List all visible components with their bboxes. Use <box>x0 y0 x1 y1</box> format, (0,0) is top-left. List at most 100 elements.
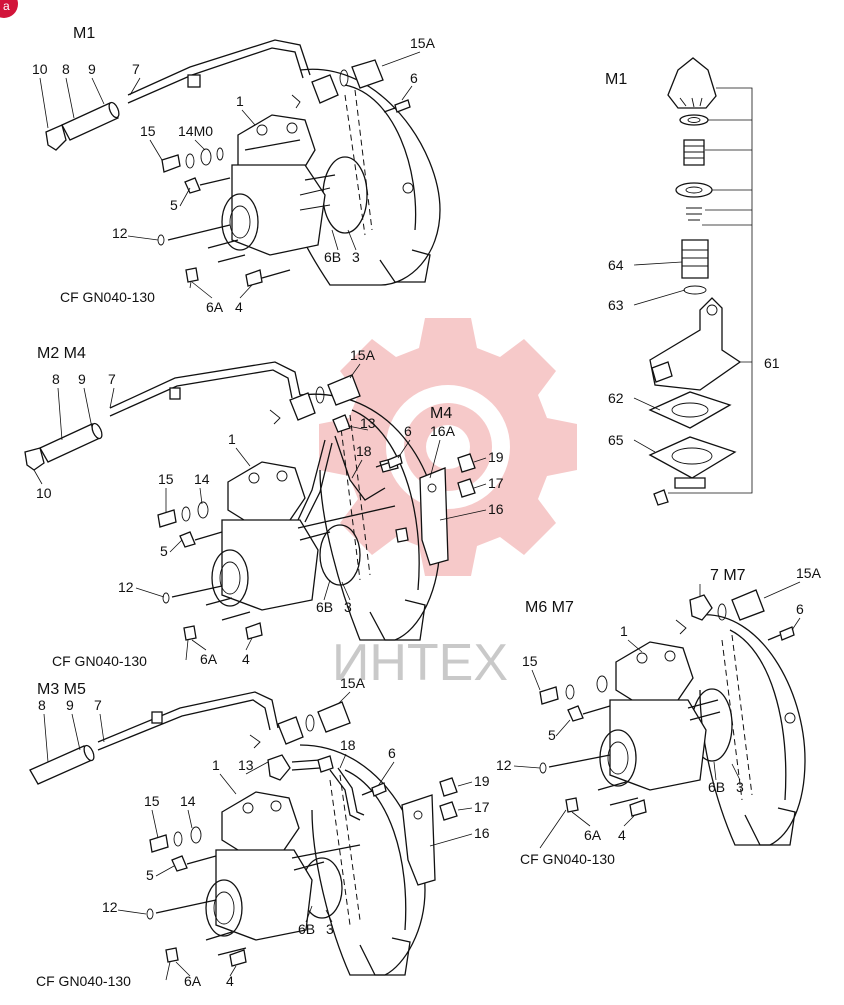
label: CF GN040-130 <box>52 653 147 669</box>
label: 13 <box>238 757 254 773</box>
label: 1 <box>228 431 236 447</box>
group-label-m7: 7 M7 <box>710 567 746 584</box>
label: 7 <box>94 697 102 713</box>
label: 19 <box>474 773 490 789</box>
labels-m3-m5: M3 M5 8 9 7 15A 18 1 13 6 19 17 16 15 14… <box>36 675 490 989</box>
label: 3 <box>736 779 744 795</box>
label: 15A <box>410 35 436 51</box>
assembly-m1 <box>45 39 441 287</box>
label: 6 <box>410 70 418 86</box>
group-label-m1-valve: M1 <box>605 71 627 88</box>
label: 6 <box>796 601 804 617</box>
label: 6B <box>324 249 341 265</box>
label: 15A <box>796 565 822 581</box>
label: 6B <box>298 921 315 937</box>
bolt-15 <box>161 154 181 173</box>
compressor-1 <box>221 114 336 256</box>
label: 1 <box>620 623 628 639</box>
label: 17 <box>474 799 490 815</box>
label: 6A <box>206 299 224 315</box>
label: 15 <box>522 653 538 669</box>
label: 15A <box>340 675 366 691</box>
label: 3 <box>326 921 334 937</box>
label: 10 <box>32 61 48 77</box>
valve-cap <box>667 57 717 109</box>
label: 8 <box>52 371 60 387</box>
label: 7 <box>132 61 140 77</box>
label: 14 <box>180 793 196 809</box>
label: 13 <box>360 415 376 431</box>
label: 18 <box>356 443 372 459</box>
label: 8 <box>62 61 70 77</box>
label: 7 <box>108 371 116 387</box>
label: 4 <box>226 973 234 989</box>
label: 3 <box>352 249 360 265</box>
labels-m6-m7: M6 M7 7 M7 15A 6 1 15 5 12 6B 3 CF GN040… <box>496 565 822 867</box>
plate-62 <box>648 391 732 429</box>
label: 9 <box>66 697 74 713</box>
compressor-1 <box>211 461 396 611</box>
label: 6A <box>584 827 602 843</box>
labels-valve: M1 64 63 61 62 65 <box>605 71 780 448</box>
gasket-ring <box>322 156 368 234</box>
label: 64 <box>608 257 624 273</box>
label: 12 <box>102 899 118 915</box>
watermark: ИНТЕХ <box>319 318 577 692</box>
label: 15 <box>144 793 160 809</box>
label: 1 <box>236 93 244 109</box>
label: 5 <box>548 727 556 743</box>
label: 6A <box>184 973 202 989</box>
watermark-text: ИНТЕХ <box>332 634 508 692</box>
valve-body-61 <box>649 297 742 391</box>
labels-m2-m4: M2 M4 8 9 7 10 15A 13 M4 16A 6 18 19 17 … <box>33 345 504 669</box>
group-label-m1-top: M1 <box>73 25 95 42</box>
label: 65 <box>608 432 624 448</box>
label: 5 <box>146 867 154 883</box>
cylinder-8 <box>45 101 120 151</box>
group-label-m3-m5: M3 M5 <box>37 681 86 698</box>
diaphragm-65 <box>648 436 737 479</box>
label: 6A <box>200 651 218 667</box>
housing-outline <box>299 393 441 641</box>
group-label-m4: M4 <box>430 405 452 422</box>
label: 15 <box>158 471 174 487</box>
label: 62 <box>608 390 624 406</box>
label: 6 <box>388 745 396 761</box>
group-label-m2-m4: M2 M4 <box>37 345 86 362</box>
label: 1 <box>212 757 220 773</box>
label: 17 <box>488 475 504 491</box>
assembly-m2-m4 <box>24 361 476 641</box>
corner-badge: a <box>0 0 18 18</box>
label: 4 <box>242 651 250 667</box>
label: 8 <box>38 697 46 713</box>
label: CF GN040-130 <box>60 289 155 305</box>
label: 6B <box>708 779 725 795</box>
label: 15A <box>350 347 376 363</box>
label: 6B <box>316 599 333 615</box>
housing-outline <box>699 614 806 846</box>
corner-badge-text: a <box>3 0 10 13</box>
label: 12 <box>118 579 134 595</box>
label: 9 <box>78 371 86 387</box>
label: CF GN040-130 <box>520 851 615 867</box>
label: 5 <box>170 197 178 213</box>
label: 5 <box>160 543 168 559</box>
label: 16 <box>474 825 490 841</box>
compressor-1 <box>205 791 361 941</box>
pipe-7 <box>127 39 311 96</box>
compressor-1 <box>599 641 721 791</box>
label: 61 <box>764 355 780 371</box>
label: 14 <box>194 471 210 487</box>
label: 4 <box>618 827 626 843</box>
label: 10 <box>36 485 52 501</box>
label: 6 <box>404 423 412 439</box>
label: 63 <box>608 297 624 313</box>
housing-outline <box>299 744 426 976</box>
label: 15 <box>140 123 156 139</box>
group-label-m6-m7: M6 M7 <box>525 599 574 616</box>
valve-assembly-m1 <box>633 57 753 506</box>
label: 12 <box>112 225 128 241</box>
label: 4 <box>235 299 243 315</box>
